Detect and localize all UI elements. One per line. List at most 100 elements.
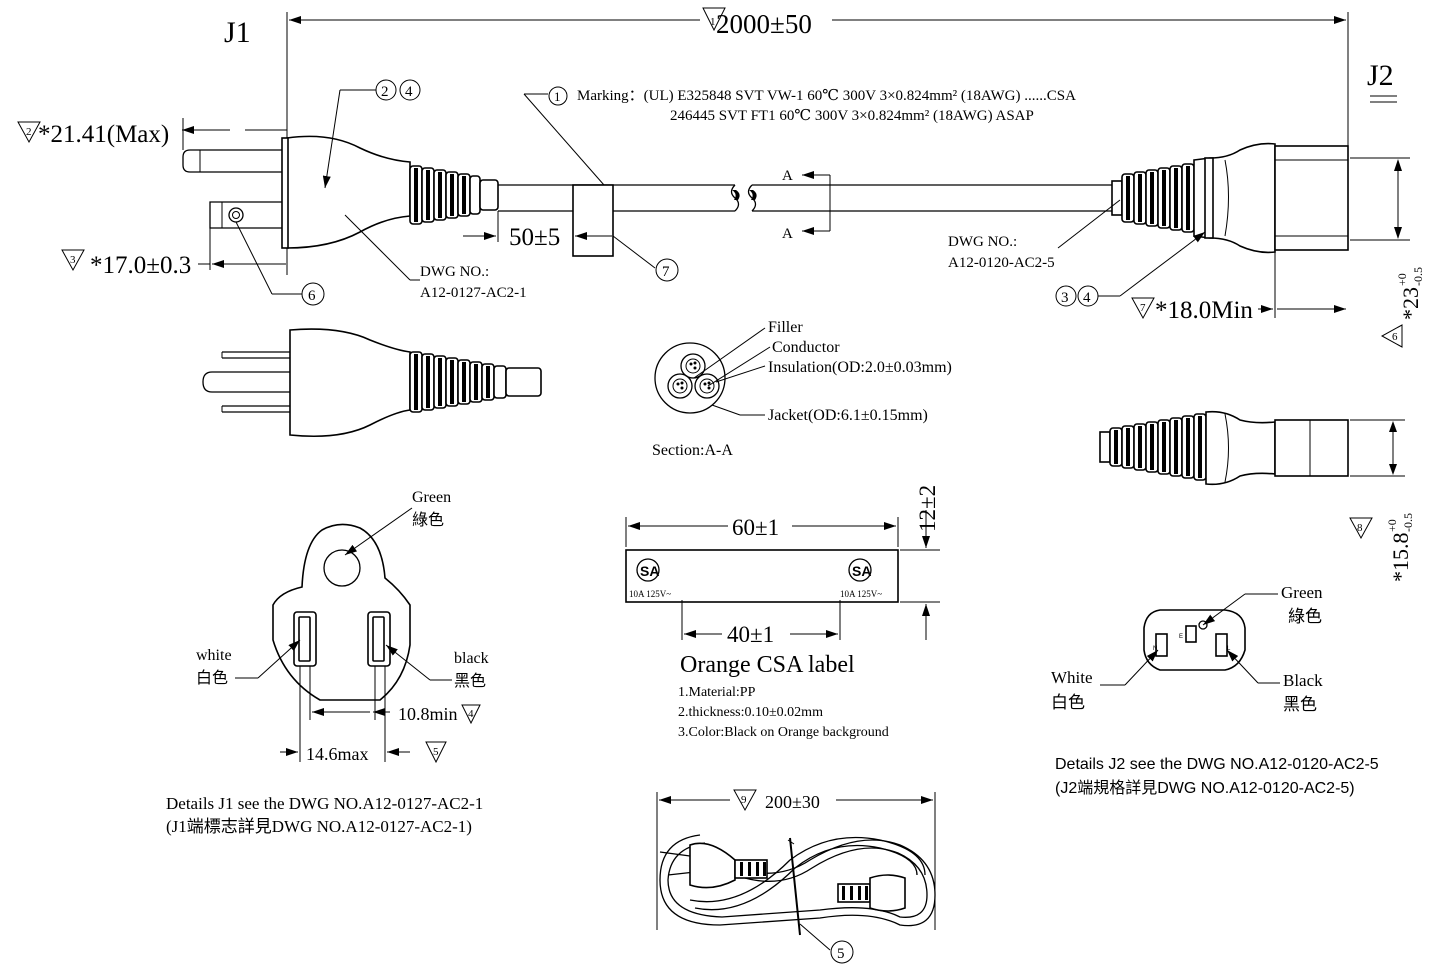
svg-text:Insulation(OD:2.0±0.03mm): Insulation(OD:2.0±0.03mm) (768, 359, 952, 376)
j2-dimension-7: 7 *18.0Min (1131, 250, 1346, 324)
svg-text:N: N (1153, 646, 1157, 652)
j2-dimension-23: *23 +0 -0.5 6 (1350, 157, 1425, 348)
j2-balloons-3-4: 3 4 (1055, 231, 1206, 307)
svg-text:6: 6 (308, 288, 316, 304)
svg-text:Section:A-A: Section:A-A (652, 442, 733, 459)
svg-text:-0.5: -0.5 (1411, 267, 1425, 286)
svg-text:2: 2 (381, 84, 389, 100)
j1-plug-face-view: Green 綠色 white 白色 black 黑色 10.8min 4 14.… (196, 489, 489, 764)
svg-text:黑色: 黑色 (1283, 695, 1317, 714)
svg-text:2: 2 (26, 126, 32, 138)
svg-text:1.Material:PP: 1.Material:PP (678, 685, 756, 700)
svg-text:12±2: 12±2 (915, 485, 940, 532)
svg-text:DWG NO.:: DWG NO.: (948, 234, 1017, 250)
marking-note: 1 Marking：(UL) E325848 SVT VW-1 60℃ 300V… (523, 86, 1076, 186)
svg-text:4: 4 (1083, 290, 1091, 306)
j1-plug-side-view (182, 135, 499, 249)
j2-connector-top-view (1099, 410, 1349, 486)
svg-text:10.8min: 10.8min (398, 704, 458, 724)
svg-text:Green: Green (1281, 583, 1323, 602)
j2-connector-side-view (1111, 142, 1349, 254)
j1-balloons-2-4: 2 4 (322, 79, 421, 189)
svg-text:Orange CSA label: Orange CSA label (680, 652, 855, 678)
svg-text:10A 125V~: 10A 125V~ (840, 589, 882, 599)
svg-text:A: A (782, 226, 793, 242)
svg-text:7: 7 (662, 264, 670, 280)
svg-text:4: 4 (405, 84, 413, 100)
j1-details-line-1: Details J1 see the DWG NO.A12-0127-AC2-1 (166, 794, 483, 813)
svg-text:6: 6 (1392, 331, 1398, 343)
svg-text:black: black (454, 650, 489, 667)
svg-text:黑色: 黑色 (454, 672, 486, 690)
j2-details-line-1: Details J2 see the DWG NO.A12-0120-AC2-5 (1055, 756, 1379, 773)
svg-text:3.Color:Black on Orange backgr: 3.Color:Black on Orange background (678, 725, 889, 740)
marking-text-line-2: 246445 SVT FT1 60℃ 300V 3×0.824mm² (18AW… (670, 108, 1034, 124)
j1-dwg-note: DWG NO.: A12-0127-AC2-1 (344, 214, 527, 301)
svg-text:8: 8 (1357, 522, 1363, 534)
svg-text:50±5: 50±5 (509, 224, 560, 251)
svg-text:Green: Green (412, 489, 451, 506)
svg-text:白色: 白色 (196, 669, 228, 687)
dim-21-41-label: *21.41(Max) (38, 121, 169, 148)
overall-length-dimension: 1 2000±50 (286, 7, 1349, 275)
svg-text:40±1: 40±1 (727, 622, 774, 647)
j1-details-line-2: (J1端標志詳見DWG NO.A12-0127-AC2-1) (166, 817, 472, 836)
svg-text:A12-0127-AC2-1: A12-0127-AC2-1 (420, 285, 527, 301)
note-triangle-1 (702, 7, 726, 32)
svg-text:3: 3 (1061, 290, 1069, 306)
svg-text:+0: +0 (1385, 519, 1399, 532)
svg-text:200±30: 200±30 (765, 792, 820, 812)
svg-text:Black: Black (1283, 671, 1323, 690)
overall-length-label: 2000±50 (716, 9, 812, 39)
svg-text:A: A (782, 168, 793, 184)
cable-cross-section: Filler Conductor Insulation(OD:2.0±0.03m… (652, 319, 952, 459)
csa-logo-right: SA (852, 563, 871, 579)
svg-text:DWG NO.:: DWG NO.: (420, 264, 489, 280)
j1-label: J1 (224, 16, 251, 49)
coiled-cord-drawing: 9 200±30 5 (656, 789, 936, 964)
svg-text:E: E (1179, 634, 1183, 640)
svg-text:60±1: 60±1 (732, 515, 779, 540)
csa-label-drawing: 60±1 SA SA 10A 125V~ 10A 125V~ 12±2 40±1… (625, 485, 940, 740)
marking-text-line-1: Marking：(UL) E325848 SVT VW-1 60℃ 300V 3… (577, 88, 1076, 104)
svg-text:L: L (1227, 646, 1231, 652)
j2-details-line-2: (J2端規格詳見DWG NO.A12-0120-AC2-5) (1055, 779, 1355, 797)
svg-text:4: 4 (468, 708, 474, 720)
svg-text:White: White (1051, 668, 1093, 687)
svg-text:Jacket(OD:6.1±0.15mm): Jacket(OD:6.1±0.15mm) (768, 407, 928, 424)
svg-text:white: white (196, 647, 232, 664)
svg-text:+0: +0 (1395, 273, 1409, 286)
j2-dimension-15-8: *15.8 +0 -0.5 8 (1349, 419, 1415, 583)
j2-label: J2 (1367, 59, 1394, 92)
svg-text:14.6max: 14.6max (306, 744, 369, 764)
svg-text:2.thickness:0.10±0.02mm: 2.thickness:0.10±0.02mm (678, 705, 823, 720)
cable (498, 184, 1112, 257)
svg-text:綠色: 綠色 (1288, 607, 1322, 626)
note-number: 1 (710, 16, 716, 28)
label-position-dimension: 50±5 7 (463, 211, 679, 282)
svg-text:Conductor: Conductor (772, 339, 840, 356)
svg-text:10A 125V~: 10A 125V~ (629, 589, 671, 599)
svg-text:9: 9 (741, 794, 747, 806)
dim-18-label: *18.0Min (1155, 297, 1253, 324)
svg-text:-0.5: -0.5 (1401, 513, 1415, 532)
j2-dwg-note: DWG NO.: A12-0120-AC2-5 (948, 199, 1121, 271)
section-cut-marks: A A (782, 168, 831, 242)
svg-text:Filler: Filler (768, 319, 803, 336)
csa-logo-left: SA (640, 563, 659, 579)
svg-text:5: 5 (837, 946, 845, 962)
svg-text:A12-0120-AC2-5: A12-0120-AC2-5 (948, 255, 1055, 271)
j1-plug-top-view (202, 328, 542, 438)
svg-text:5: 5 (433, 746, 439, 758)
svg-text:1: 1 (554, 89, 561, 104)
svg-text:*23: *23 (1398, 287, 1423, 320)
dim-17-label: *17.0±0.3 (90, 252, 191, 279)
j1-balloon-6: 6 (235, 221, 325, 306)
svg-text:*15.8: *15.8 (1388, 533, 1413, 583)
svg-text:7: 7 (1140, 302, 1146, 314)
svg-text:綠色: 綠色 (412, 511, 444, 529)
svg-text:白色: 白色 (1051, 693, 1085, 712)
j2-connector-face-view: N E L Green 綠色 White 白色 Black 黑色 (1051, 583, 1323, 714)
j1-dimension-3: 3 *17.0±0.3 (61, 228, 286, 279)
